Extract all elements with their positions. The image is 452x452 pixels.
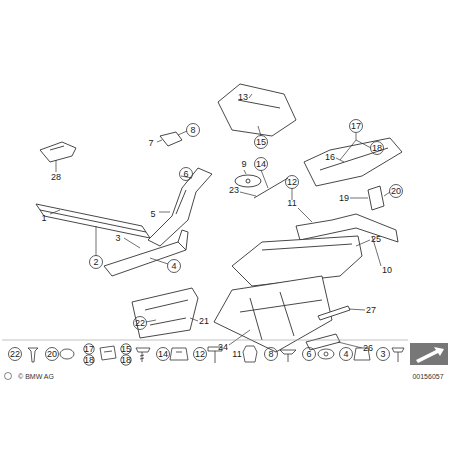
callout-number: 11 (232, 350, 241, 359)
callout-number: 14 (256, 160, 266, 169)
callout-number: 21 (199, 317, 209, 326)
callout-number: 25 (371, 235, 381, 244)
callout-number: 2 (93, 258, 98, 267)
callout-number: 24 (218, 343, 228, 352)
screw (136, 348, 150, 362)
callout-number: 9 (241, 160, 246, 169)
callout-circle (168, 260, 181, 273)
callout-circle (350, 120, 363, 133)
callout-number: 3 (380, 350, 385, 359)
callout-circle (187, 124, 200, 137)
clip (160, 132, 182, 146)
callout-number: 1 (41, 214, 46, 223)
holder (368, 186, 384, 210)
callout-circle (194, 348, 207, 361)
heat-shield (304, 138, 402, 186)
bracket (104, 230, 188, 276)
callout-number: 22 (10, 350, 20, 359)
callout-circle (265, 348, 278, 361)
callout-number: 7 (148, 139, 153, 148)
callout-number: 12 (287, 178, 297, 187)
callout-number: 3 (115, 234, 120, 243)
callout-circle (90, 256, 103, 269)
callout-circle (84, 344, 94, 354)
callout-circle (157, 348, 170, 361)
air-duct (148, 168, 212, 246)
callout-number: 14 (158, 350, 168, 359)
callout-number: 10 (382, 266, 392, 275)
callout-circle (377, 348, 390, 361)
callout-circle (390, 185, 403, 198)
callout-number: 8 (190, 126, 195, 135)
callout-circle (303, 348, 316, 361)
grommet (60, 349, 74, 359)
callout-number: 27 (366, 306, 376, 315)
callout-number: 4 (171, 262, 176, 271)
callout-circle (46, 348, 59, 361)
callout-number: 20 (47, 350, 57, 359)
tray (232, 236, 362, 286)
expanding-rivet (28, 348, 38, 362)
callout-number: 11 (287, 199, 296, 208)
callout-circle (121, 344, 131, 354)
callout-number: 17 (84, 345, 94, 354)
callout-number: 16 (325, 153, 335, 162)
callout-number: 5 (150, 210, 155, 219)
callout-number: 13 (238, 93, 248, 102)
callout-number: 19 (339, 194, 349, 203)
callout-circle (255, 136, 268, 149)
callout-number: 8 (268, 350, 273, 359)
callout-circle (134, 317, 147, 330)
bracket (40, 142, 76, 162)
callout-circle (121, 355, 131, 365)
cross-rail (36, 204, 150, 238)
callout-number: 15 (121, 345, 131, 354)
rod (254, 178, 288, 198)
drawing-note: © BMW AG (18, 373, 54, 380)
spring-clip (100, 346, 116, 360)
strip (318, 306, 350, 320)
screw (392, 348, 404, 362)
rivet (280, 350, 296, 362)
callout-circle (84, 355, 94, 365)
callout-number: 17 (351, 122, 361, 131)
callout-number: 18 (121, 356, 131, 365)
callout-number: 18 (372, 144, 382, 153)
callout-circle (255, 158, 268, 171)
callout-circle (340, 348, 353, 361)
callout-circle (371, 142, 384, 155)
arrow-box (410, 343, 448, 365)
callout-circle (286, 176, 299, 189)
grommet-hole (324, 352, 328, 356)
cover (218, 84, 296, 136)
callout-circle (9, 348, 22, 361)
callout-number: 12 (195, 350, 205, 359)
callout-number: 28 (51, 173, 61, 182)
callout-number: 26 (363, 344, 373, 353)
grommet (318, 349, 334, 359)
clip-nut (170, 348, 188, 360)
drawing-note: 00156057 (412, 373, 443, 380)
callout-number: 6 (183, 170, 188, 179)
callout-number: 6 (306, 350, 311, 359)
bracket (132, 288, 198, 338)
callout-number: 23 (229, 186, 239, 195)
callout-circle (180, 168, 193, 181)
plug (243, 346, 257, 362)
callout-number: 18 (84, 356, 94, 365)
callout-number: 4 (343, 350, 348, 359)
callout-number: 20 (391, 187, 401, 196)
disc-hole (246, 179, 250, 183)
arrow-symbol (416, 347, 444, 363)
callout-number: 15 (256, 138, 266, 147)
callout-number: 22 (135, 319, 145, 328)
